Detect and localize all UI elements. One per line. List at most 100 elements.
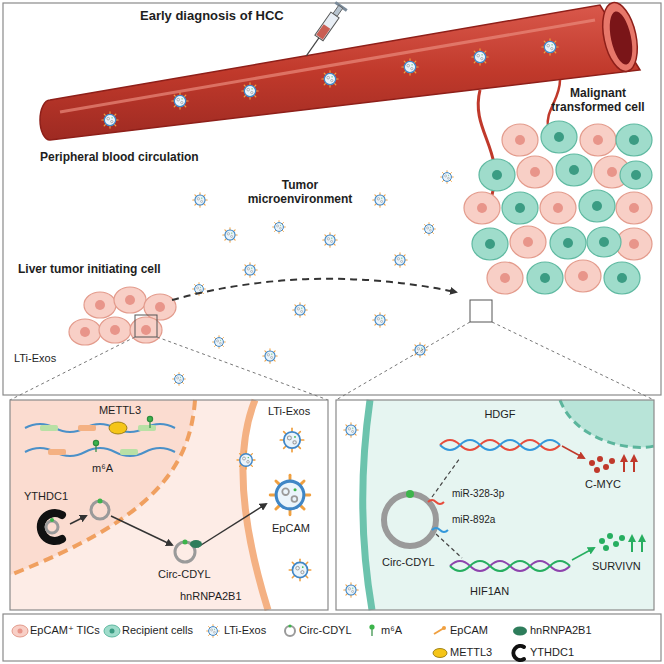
- region-label: Tumor microenvironment: [244, 178, 356, 207]
- tumor-initiating-cell-part: [99, 317, 131, 343]
- transformed-cell-part-part: [616, 192, 652, 224]
- legend-text: EpCAM: [450, 624, 488, 637]
- legend-text: METTL3: [450, 646, 492, 659]
- exosome-part: [373, 193, 387, 207]
- m6a-mark-part: [93, 440, 98, 445]
- marker-label: EpCAM: [272, 522, 310, 535]
- exosome-part: [393, 253, 407, 267]
- tumor-initiating-cell-part-part: [110, 325, 120, 335]
- ythdc1-protein-part: [41, 513, 62, 541]
- transformed-cell-part-part: [569, 165, 579, 175]
- rna-label: Circ-CDYL: [158, 568, 211, 581]
- tumor-initiating-cell-part: [69, 319, 101, 345]
- transformed-cell-part-part: [620, 161, 652, 189]
- c-myc-protein: [589, 456, 615, 473]
- exosome-part: [402, 59, 418, 75]
- transformed-cell-part-part: [631, 170, 641, 180]
- legend-text: m⁶A: [381, 624, 402, 637]
- legend-icon-part: [288, 624, 291, 627]
- exosome-part: [102, 112, 118, 128]
- hdgf-mrna-part: [440, 440, 560, 450]
- c-myc-protein-part: [609, 458, 615, 464]
- c-myc-protein-part: [594, 467, 600, 473]
- mirna-sponge-line-part: [436, 534, 462, 558]
- mrna-strand-part: [120, 449, 138, 455]
- transformed-cell: [464, 121, 652, 294]
- protein-label: SURVIVN: [592, 560, 641, 573]
- tumor-initiating-cell-part: [144, 294, 176, 320]
- exosome-part: [344, 423, 358, 437]
- exosome-part: [280, 428, 303, 451]
- transformed-cell-part-part: [554, 132, 564, 142]
- exosome-part: [237, 451, 255, 469]
- legend-text: Circ-CDYL: [299, 624, 352, 637]
- exosome: [173, 171, 454, 386]
- transformed-cell-part-part: [556, 154, 592, 186]
- m6a-mark-part: [147, 416, 152, 421]
- hif1an-mrna: [450, 561, 570, 571]
- syringe-part: [315, 12, 339, 41]
- tumor-initiating-cell-part: [84, 292, 116, 318]
- ythdc1-protein-part: [46, 521, 58, 533]
- up-arrow-part: [633, 456, 635, 472]
- exosome-part: [373, 313, 387, 327]
- exosome-part: [263, 349, 277, 363]
- transformed-cell-part-part: [541, 121, 577, 153]
- syringe-part: [316, 24, 330, 39]
- zoom-lines-part: [336, 322, 470, 400]
- legend-icon-part: [18, 629, 23, 634]
- donor-cell-panel: [10, 400, 328, 610]
- legend-icon: [12, 624, 527, 660]
- recipient-cell-panel-part: [560, 400, 654, 447]
- c-myc-protein-part: [603, 464, 609, 470]
- donor-cell-panel-part: [10, 400, 195, 575]
- modification-label: m⁶A: [92, 462, 113, 475]
- cell-label: Liver tumor initiating cell: [18, 262, 161, 276]
- ythdc1-protein-part: [50, 518, 54, 522]
- exosome-part: [223, 228, 237, 242]
- protein-label: YTHDC1: [24, 490, 68, 503]
- hdgf-mrna: [440, 440, 560, 450]
- exosome: [344, 423, 358, 597]
- survivin-protein-part: [619, 535, 625, 541]
- legend-text: hnRNPA2B1: [530, 624, 592, 637]
- gene-label: HDGF: [484, 408, 515, 421]
- transformed-cell-part-part: [592, 201, 602, 211]
- transformed-cell-part: [472, 121, 652, 294]
- transformed-cell-part-part: [515, 203, 525, 213]
- transformed-cell-part-part: [563, 238, 573, 248]
- exosome-part: [289, 559, 311, 581]
- donor-cell-panel-part: [10, 400, 328, 610]
- circ-cdyl-part: [406, 490, 414, 498]
- exosome-part: [441, 171, 454, 184]
- c-myc-protein-part: [597, 456, 603, 462]
- expression-arrow: [562, 446, 584, 458]
- exosome-part: [472, 49, 488, 65]
- legend-icon-part: [12, 625, 28, 637]
- up-arrow: [624, 456, 634, 472]
- circ-cdyl-part: [91, 501, 109, 519]
- tumor-initiating-cell-part-part: [155, 302, 165, 312]
- zoom-lines-part: [135, 315, 157, 337]
- protein-label: C-MYC: [585, 478, 621, 491]
- hdgf-mrna-part: [440, 440, 560, 450]
- tumor-initiating-cell-part-part: [80, 327, 90, 337]
- transformed-cell-part-part: [515, 135, 525, 145]
- transformed-cell-part-part: [517, 156, 553, 188]
- legend-icon-part: [369, 624, 374, 629]
- mrna-strand-part: [138, 425, 156, 431]
- export-arrow-part: [111, 516, 172, 545]
- mettl3-protein-part: [109, 422, 127, 434]
- blood-vessel-part: [40, 5, 640, 140]
- mrna-strand-part: [25, 448, 175, 456]
- tumor-initiating-cell-part-part: [125, 295, 135, 305]
- up-arrow-part: [623, 456, 625, 472]
- transformed-cell-part-part: [477, 203, 487, 213]
- recipient-cell-panel-part: [363, 400, 372, 610]
- survivin-protein-part: [599, 538, 605, 544]
- recipient-cell-panel: [336, 400, 654, 610]
- legend-text: YTHDC1: [530, 646, 574, 659]
- circ-cdyl-part: [428, 500, 444, 504]
- exosome-part: [193, 193, 207, 207]
- legend-icon-part: [371, 629, 372, 636]
